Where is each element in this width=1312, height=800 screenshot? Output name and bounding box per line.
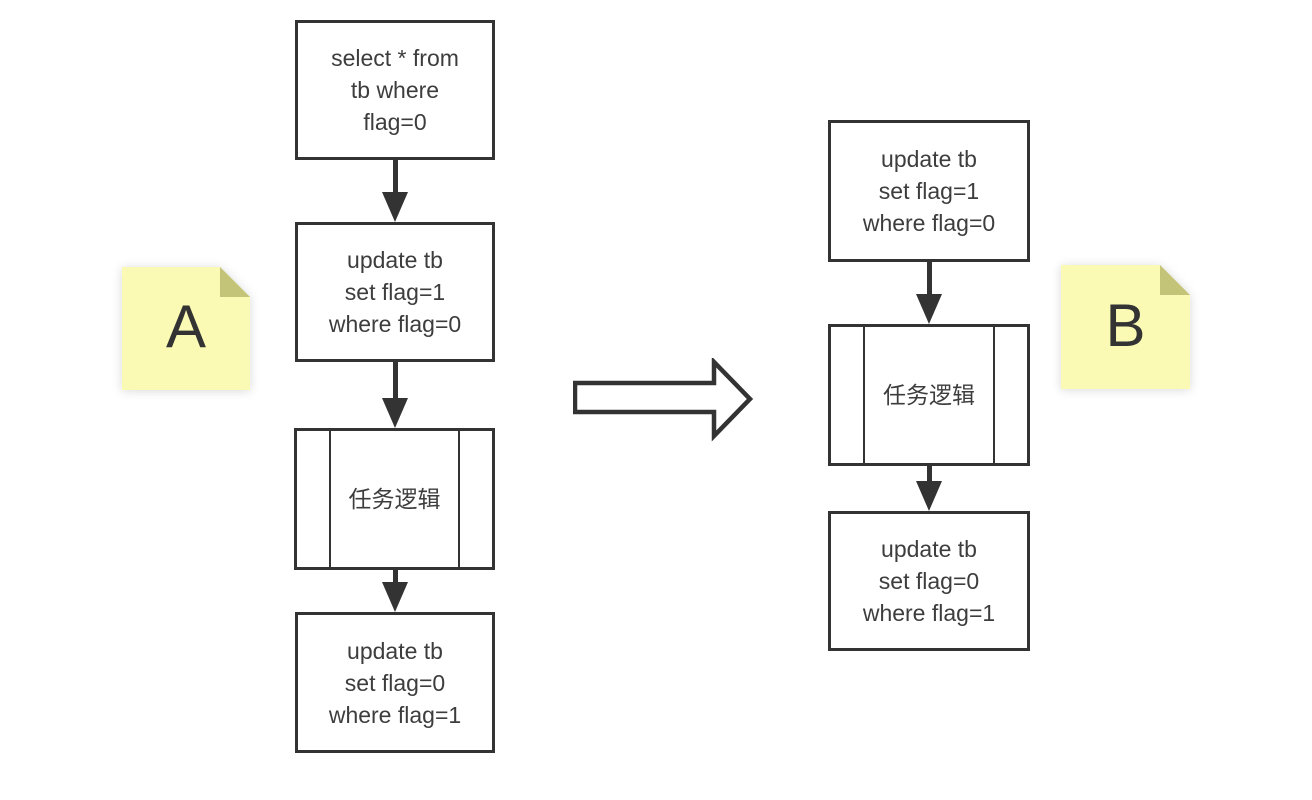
flow-a-connector-1: [382, 160, 408, 222]
flow-a-connector-2: [382, 362, 408, 428]
note-a-fold-corner-icon: [220, 267, 250, 297]
subroutine-right-bar: [458, 431, 460, 567]
arrow-head-icon: [916, 294, 942, 324]
arrow-line: [392, 570, 398, 582]
arrow-line: [926, 262, 932, 294]
note-a: A: [122, 267, 250, 390]
flow-b-connector-1: [916, 262, 942, 324]
flow-b-step-set-flag1: update tb set flag=1 where flag=0: [828, 120, 1030, 262]
flow-b-step-task-logic-text: 任务逻辑: [883, 382, 975, 408]
subroutine-right-bar: [993, 327, 995, 463]
arrow-head-icon: [382, 192, 408, 222]
flow-b-step-set-flag0-text: update tb set flag=0 where flag=1: [862, 536, 996, 626]
arrow-head-icon: [382, 582, 408, 612]
arrow-head-icon: [382, 398, 408, 428]
note-b-label: B: [1105, 291, 1146, 359]
note-b: B: [1061, 265, 1190, 389]
flow-a-step-set-flag1: update tb set flag=1 where flag=0: [295, 222, 495, 362]
arrow-line: [392, 362, 398, 398]
note-b-paper: B: [1061, 265, 1190, 389]
transform-arrow-icon: [573, 358, 754, 442]
subroutine-left-bar: [863, 327, 865, 463]
flow-b-step-task-logic: 任务逻辑: [828, 324, 1030, 466]
flow-a-step-select: select * from tb where flag=0: [295, 20, 495, 160]
note-b-fold-corner-icon: [1160, 265, 1190, 295]
arrow-line: [926, 466, 932, 481]
note-a-label: A: [165, 293, 207, 360]
flow-a-step-select-text: select * from tb where flag=0: [331, 45, 459, 135]
flow-b-step-set-flag0: update tb set flag=0 where flag=1: [828, 511, 1030, 651]
flow-a-step-set-flag1-text: update tb set flag=1 where flag=0: [328, 247, 462, 337]
flow-a-connector-3: [382, 570, 408, 612]
subroutine-left-bar: [329, 431, 331, 567]
flow-a-step-task-logic-text: 任务逻辑: [348, 486, 441, 512]
arrow-head-icon: [916, 481, 942, 511]
flow-b-step-set-flag1-text: update tb set flag=1 where flag=0: [862, 146, 996, 236]
flow-b-connector-2: [916, 466, 942, 511]
flow-a-step-task-logic: 任务逻辑: [294, 428, 495, 570]
flow-a-step-set-flag0: update tb set flag=0 where flag=1: [295, 612, 495, 753]
flow-a-step-set-flag0-text: update tb set flag=0 where flag=1: [328, 637, 462, 728]
arrow-line: [392, 160, 398, 192]
